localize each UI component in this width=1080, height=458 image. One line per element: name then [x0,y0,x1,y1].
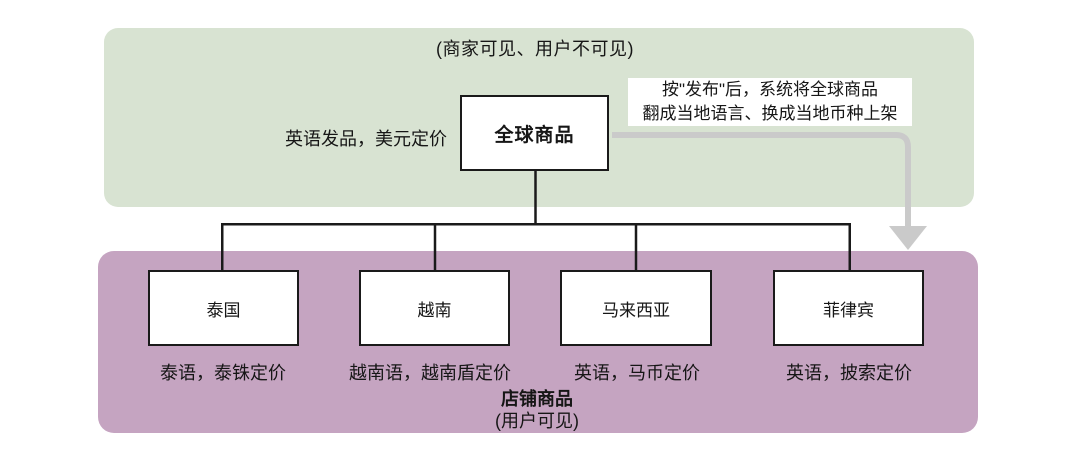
pricing-note-vietnam: 越南语，越南盾定价 [349,363,511,383]
country-node-thailand: 泰国 [148,270,299,346]
global-product-node: 全球商品 [460,95,609,171]
country-node-malaysia: 马来西亚 [560,270,712,346]
publish-annotation: 按"发布"后，系统将全球商品 翻成当地语言、换成当地币种上架 [628,78,912,126]
publish-flow-arrowhead [889,226,927,250]
country-node-vietnam: 越南 [359,270,510,346]
country-label-philippines: 菲律宾 [823,300,874,320]
user-zone-visibility-note: (用户可见) [495,411,579,431]
pricing-note-thailand: 泰语，泰铢定价 [160,363,286,383]
global-product-label: 全球商品 [494,124,575,146]
pricing-note-malaysia: 英语，马币定价 [574,363,700,383]
merchant-zone-visibility-note: (商家可见、用户不可见) [436,39,634,59]
country-label-malaysia: 马来西亚 [602,300,670,320]
country-label-thailand: 泰国 [206,300,241,320]
publish-annotation-line2: 翻成当地语言、换成当地币种上架 [642,104,898,123]
country-label-vietnam: 越南 [417,300,452,320]
publish-annotation-line1: 按"发布"后，系统将全球商品 [661,80,879,99]
shop-products-title: 店铺商品 [501,389,573,409]
pricing-note-philippines: 英语，披索定价 [786,363,912,383]
country-node-philippines: 菲律宾 [773,270,924,346]
global-listing-note: 英语发品，美元定价 [285,129,447,149]
